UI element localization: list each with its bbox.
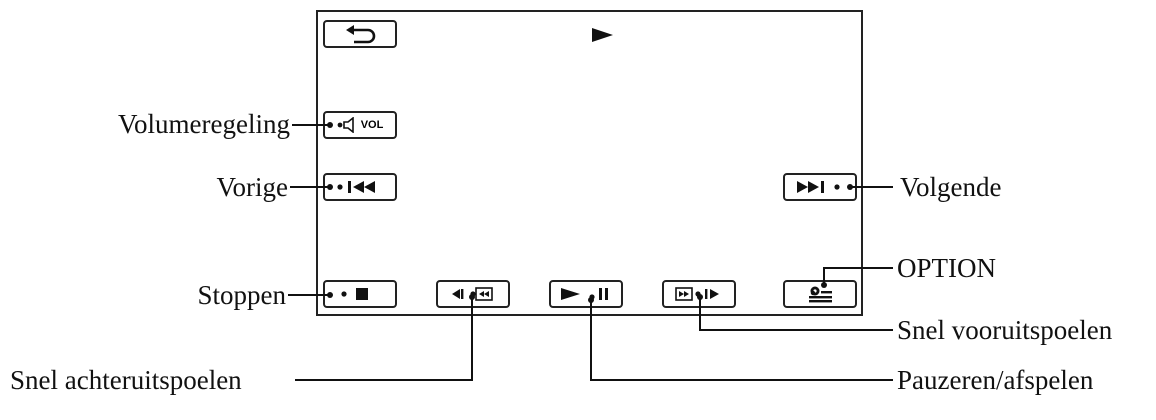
skip-previous-icon — [337, 181, 375, 193]
fast-forward-button[interactable] — [662, 280, 736, 308]
return-arrow-icon — [346, 25, 376, 44]
playback-screen — [316, 10, 863, 316]
label-play-pause: Pauzeren/afspelen — [897, 365, 1094, 395]
option-button[interactable] — [783, 280, 857, 308]
play-pause-button[interactable] — [549, 280, 623, 308]
speaker-icon — [337, 117, 354, 133]
label-fast-rewind: Snel achteruitspoelen — [10, 365, 242, 395]
back-button[interactable] — [323, 20, 397, 48]
stop-icon — [341, 288, 368, 300]
volume-button[interactable]: VOL — [323, 111, 397, 139]
label-option: OPTION — [897, 253, 996, 283]
fast-forward-icon — [675, 287, 719, 301]
stop-button[interactable] — [323, 280, 397, 308]
next-button[interactable] — [783, 173, 857, 201]
skip-next-icon — [797, 181, 840, 193]
play-indicator-icon — [592, 28, 613, 42]
label-volume: Volumeregeling — [118, 109, 290, 139]
fast-rewind-icon — [452, 287, 493, 301]
label-fast-forward: Snel vooruitspoelen — [897, 315, 1113, 345]
play-pause-icon — [561, 288, 608, 300]
option-icon — [809, 286, 832, 303]
volume-button-text: VOL — [360, 119, 384, 131]
fast-rewind-button[interactable] — [436, 280, 510, 308]
label-next: Volgende — [900, 172, 1002, 202]
label-previous: Vorige — [216, 172, 289, 202]
label-stop: Stoppen — [197, 280, 286, 310]
previous-button[interactable] — [323, 173, 397, 201]
